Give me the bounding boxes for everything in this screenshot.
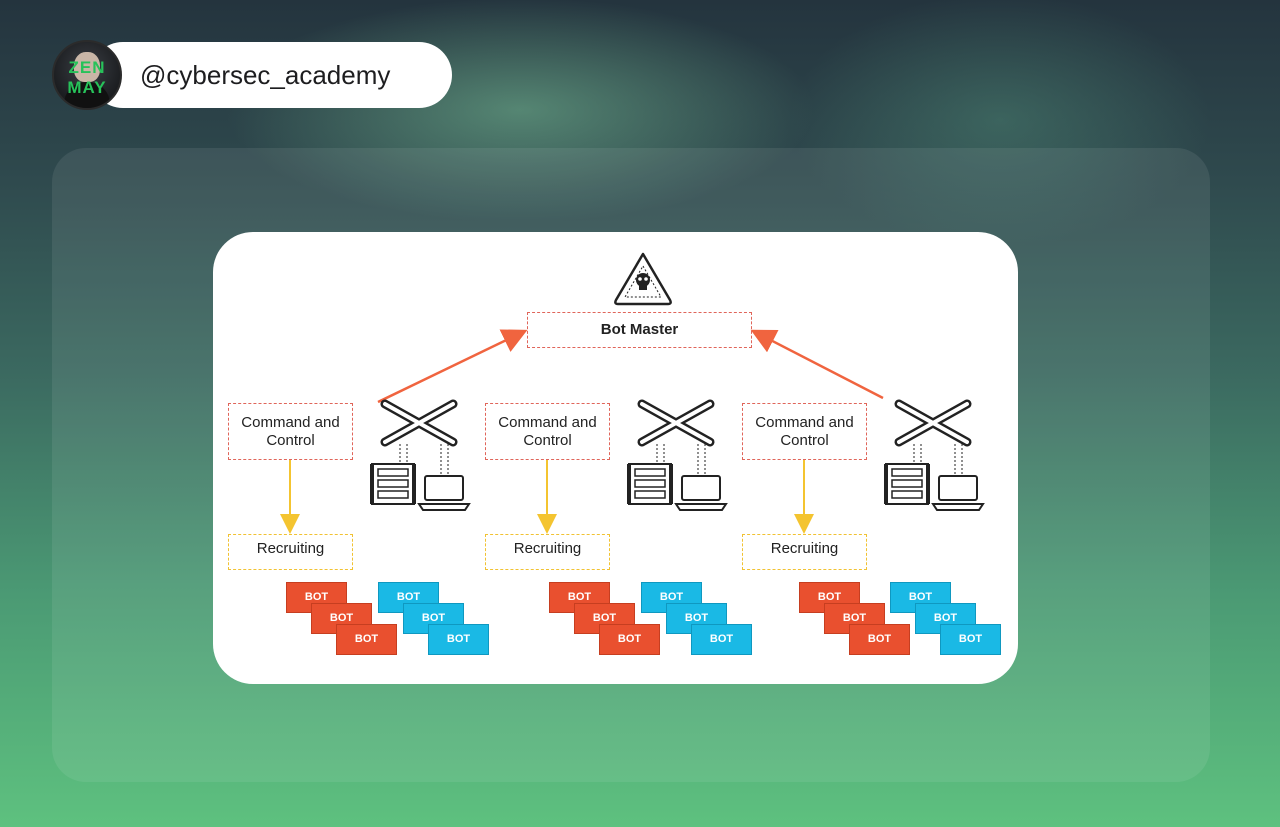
- network-switch-icon: [637, 399, 715, 447]
- laptop-icon: [417, 475, 471, 511]
- command-and-control-box-1: Command and Control: [228, 403, 353, 460]
- bot-blue-2-3: BOT: [691, 624, 752, 655]
- diagram-connectors: [280, 252, 985, 534]
- server-rack-icon: [884, 463, 930, 505]
- cc-line-2: Control: [523, 432, 572, 449]
- bot-red-1-3: BOT: [336, 624, 397, 655]
- arrow-to-bot-master-right: [750, 329, 884, 400]
- network-switch-icon: [894, 399, 972, 447]
- profile-handle[interactable]: @cybersec_academy: [140, 60, 391, 90]
- bot-blue-1-3: BOT: [428, 624, 489, 655]
- handle-pill-background: [90, 42, 452, 108]
- laptop-icon: [674, 475, 728, 511]
- avatar-brand-text: ZEN MAY: [67, 58, 107, 97]
- network-switch-icon: [380, 399, 458, 447]
- network-group-1: [370, 399, 471, 511]
- network-group-2: [627, 399, 728, 511]
- server-rack-icon: [370, 463, 416, 505]
- server-rack-icon: [627, 463, 673, 505]
- cc-line-1: Command and: [498, 414, 597, 431]
- cc-line-1: Command and: [241, 414, 340, 431]
- command-and-control-box-2: Command and Control: [485, 403, 610, 460]
- avatar-body: [64, 82, 110, 108]
- bot-master-box: Bot Master: [527, 312, 752, 348]
- laptop-icon: [931, 475, 985, 511]
- botnet-diagram: Bot Master Command and Control Recruitin…: [213, 232, 1018, 684]
- recruiting-box-3: Recruiting: [742, 534, 867, 570]
- profile-handle-pill[interactable]: ZEN MAY @cybersec_academy: [52, 40, 452, 110]
- cc-line-2: Control: [780, 432, 829, 449]
- bot-red-3-3: BOT: [849, 624, 910, 655]
- cc-line-2: Control: [266, 432, 315, 449]
- bot-red-2-3: BOT: [599, 624, 660, 655]
- cc-line-1: Command and: [755, 414, 854, 431]
- avatar-face: [74, 52, 100, 82]
- command-and-control-box-3: Command and Control: [742, 403, 867, 460]
- recruiting-box-1: Recruiting: [228, 534, 353, 570]
- arrow-to-bot-master-left: [377, 329, 528, 404]
- skull-warning-icon: [614, 252, 672, 306]
- recruiting-box-2: Recruiting: [485, 534, 610, 570]
- network-group-3: [884, 399, 985, 511]
- bot-blue-3-3: BOT: [940, 624, 1001, 655]
- avatar[interactable]: ZEN MAY: [52, 40, 122, 110]
